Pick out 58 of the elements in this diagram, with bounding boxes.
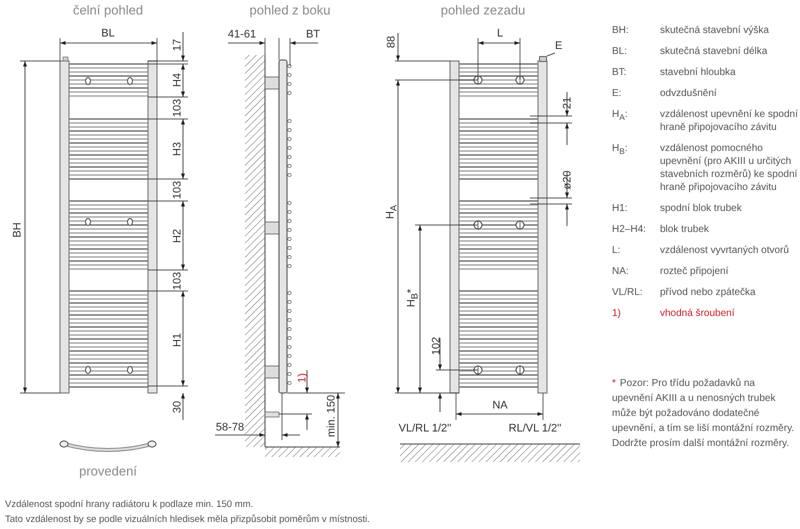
legend-key: H1: xyxy=(612,202,660,215)
legend-key: H$_{A}$: xyxy=(612,108,660,134)
legend-description: skutečná stavební výška xyxy=(660,24,770,37)
legend-key: BT: xyxy=(612,66,660,79)
dimension-label: 17 xyxy=(172,38,184,52)
view-title: pohled z boku xyxy=(250,4,330,16)
dimension-label: 103 xyxy=(172,98,184,118)
legend-key: L: xyxy=(612,244,660,257)
legend-key: BH: xyxy=(612,24,660,37)
legend-key: 1) xyxy=(612,307,660,320)
dimension-label: 103 xyxy=(172,272,184,290)
leader-line xyxy=(546,52,556,56)
view-title: čelní pohled xyxy=(72,4,144,16)
callout-letter: E xyxy=(555,41,562,52)
legend-key: VL/RL: xyxy=(612,286,660,299)
legend-key: H2–H4: xyxy=(612,223,660,236)
dimension-label: 103 xyxy=(172,180,184,200)
legend-key: NA: xyxy=(612,265,660,278)
legend-key: H$_{B}$: xyxy=(612,142,660,194)
dimension-label: L xyxy=(496,28,504,40)
legend-description: spodní blok trubek xyxy=(660,202,743,215)
dimension-label: NA xyxy=(492,400,508,412)
dimension-label: 30 xyxy=(172,400,184,414)
legend-description: blok trubek xyxy=(660,223,710,236)
dimension-label: BH xyxy=(12,222,24,238)
legend-description: vzdálenost vyvrtaných otvorů xyxy=(660,244,790,257)
vent-plug xyxy=(539,56,547,62)
dimension-label: ø20 xyxy=(562,170,574,190)
legend-description: vzdálenost pomocného upevnění (pro AKIII u určitých stavebních rozměrů) ke spodní hraně připojovacího závitu xyxy=(660,142,798,194)
legend-description: vhodná šroubení xyxy=(660,307,736,320)
dimension-label: VL/RL 1/2'' xyxy=(398,424,452,434)
view-title: provedení xyxy=(79,464,137,478)
note-text: * Pozor: Pro třídu požadavků na upevnění AKIII a u nenosných trubek může být požadováno dodatečné upevnění, a tím se liší montážní rozměry. Dodržte prosím další montážní rozměry. xyxy=(612,377,796,451)
dimension-label: BT xyxy=(306,30,320,40)
legend-description: rozteč připojení xyxy=(660,265,730,278)
dimension-label: H3 xyxy=(172,142,184,156)
dimension-label: BL xyxy=(101,28,115,40)
dimension-label: 41-61 xyxy=(228,30,256,40)
footnote-text: Tato vzdálenost by se podle vizuálních hledisek měla přizpůsobit poměrům v místnosti. xyxy=(5,514,370,525)
dimension-label: 88 xyxy=(386,36,398,48)
legend-key: BL: xyxy=(612,45,660,58)
legend-description: stavební hloubka xyxy=(660,66,737,79)
footnote-mark: 1) xyxy=(298,373,308,383)
dimension-label: RL/VL 1/2'' xyxy=(508,424,562,434)
dimension-label: 102 xyxy=(432,336,442,356)
legend-description: přívod nebo zpátečka xyxy=(660,286,757,299)
dimension-label: H4 xyxy=(172,72,184,88)
footnote-text: Vzdálenost spodní hrany radiátoru k podlaze min. 150 mm. xyxy=(5,499,254,510)
dimension-label: H2 xyxy=(172,228,184,244)
legend-description: skutečná stavební délka xyxy=(660,45,768,58)
view-title: pohled zezadu xyxy=(440,4,526,16)
dimension-label: H1 xyxy=(172,332,184,348)
dimension-label: 21 xyxy=(562,96,574,110)
legend-key: E: xyxy=(612,87,660,100)
legend-description: vzdálenost upevnění ke spodní hraně připojovacího závitu xyxy=(660,108,798,134)
dimension-label: min. 150 xyxy=(326,394,338,438)
dimension-label: 58-78 xyxy=(216,422,244,434)
legend-description: odvzdušnění xyxy=(660,87,718,100)
